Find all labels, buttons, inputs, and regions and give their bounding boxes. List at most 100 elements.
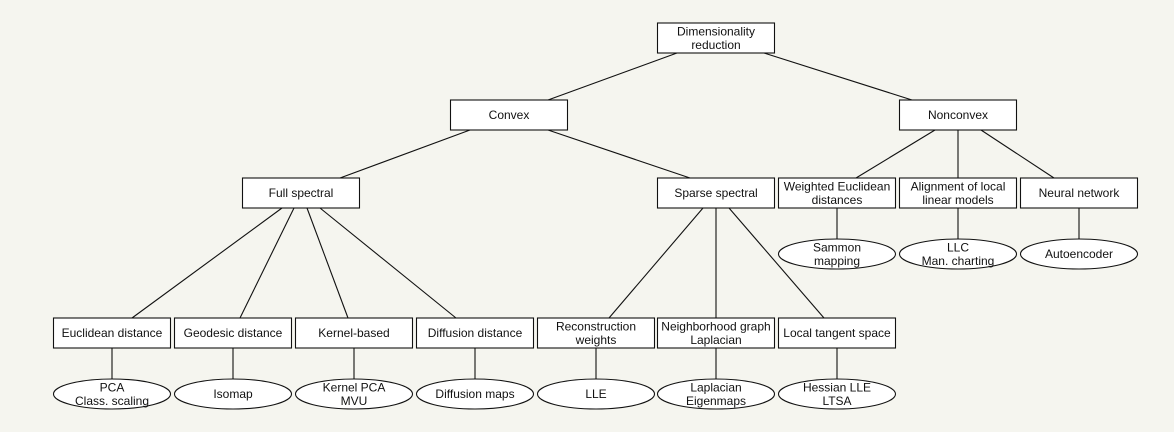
node-box-sparse-spectral: Sparse spectral <box>656 177 776 209</box>
node-label-line: distances <box>812 193 863 207</box>
node-label-line: LLE <box>585 387 606 401</box>
node-label-line: Neighborhood graph <box>661 319 770 333</box>
node-box-full-spectral: Full spectral <box>241 177 361 209</box>
ellipse-shape <box>777 378 897 410</box>
node-label-line: Sparse spectral <box>674 186 757 200</box>
node-label-line: LTSA <box>822 394 851 408</box>
node-box-convex: Convex <box>449 99 569 131</box>
box-shape <box>656 177 776 209</box>
box-shape <box>294 317 414 349</box>
ellipse-shape <box>415 378 535 410</box>
edge-root-to-convex <box>547 52 678 101</box>
method-ellipse-lle: LLE <box>536 378 656 410</box>
edge-full-to-euclid <box>131 207 283 319</box>
ellipse-shape <box>294 378 414 410</box>
node-label-line: Kernel PCA <box>323 380 386 394</box>
edge-full-to-kernel <box>306 207 349 319</box>
box-shape <box>173 317 293 349</box>
node-label-line: Class. scaling <box>75 394 149 408</box>
edge-sparse-to-recon <box>608 207 704 319</box>
box-shape <box>656 317 776 349</box>
ellipse-shape <box>173 378 293 410</box>
node-label-line: Sammon <box>813 240 861 254</box>
ellipse-shape <box>52 378 172 410</box>
box-shape <box>777 317 897 349</box>
node-box-diffusion-distance: Diffusion distance <box>415 317 535 349</box>
node-label-line: Eigenmaps <box>686 394 746 408</box>
node-label-line: LLC <box>947 240 969 254</box>
node-label-line: Diffusion distance <box>428 326 523 340</box>
box-shape <box>241 177 361 209</box>
edge-full-to-geodesic <box>239 207 295 319</box>
box-shape <box>1019 177 1139 209</box>
method-ellipse-diffusion-maps: Diffusion maps <box>415 378 535 410</box>
node-box-geodesic-distance: Geodesic distance <box>173 317 293 349</box>
node-label-line: Neural network <box>1039 186 1121 200</box>
node-label-line: PCA <box>100 380 125 394</box>
node-label-line: Diffusion maps <box>435 387 514 401</box>
node-box-neural-network: Neural network <box>1019 177 1139 209</box>
ellipse-shape <box>898 238 1018 270</box>
node-label-line: linear models <box>922 193 993 207</box>
node-box-kernel-based: Kernel-based <box>294 317 414 349</box>
edge-full-to-diffusion <box>319 207 457 319</box>
node-label-line: Euclidean distance <box>62 326 163 340</box>
node-label-line: Man. charting <box>922 254 995 268</box>
node-label-line: Isomap <box>213 387 253 401</box>
box-shape <box>415 317 535 349</box>
node-box-nonconvex: Nonconvex <box>898 99 1018 131</box>
edge-convex-to-sparse <box>547 129 691 179</box>
node-label-line: weights <box>575 333 617 347</box>
box-shape <box>536 317 656 349</box>
method-ellipse-isomap: Isomap <box>173 378 293 410</box>
node-box-euclidean-distance: Euclidean distance <box>52 317 172 349</box>
node-label-line: Reconstruction <box>556 319 636 333</box>
ellipse-shape <box>777 238 897 270</box>
edge-root-to-nonconvex <box>763 52 913 101</box>
node-label-line: mapping <box>814 254 860 268</box>
box-shape <box>898 177 1018 209</box>
box-shape <box>52 317 172 349</box>
node-label-line: reduction <box>691 38 740 52</box>
box-shape <box>656 22 776 54</box>
ellipse-shape <box>656 378 776 410</box>
node-label-line: Full spectral <box>269 186 334 200</box>
ellipse-shape <box>1019 238 1139 270</box>
node-label-line: Laplacian <box>690 380 741 394</box>
node-label-line: Autoencoder <box>1045 247 1113 261</box>
edge-convex-to-full <box>339 129 471 179</box>
node-label-line: Hessian LLE <box>803 380 871 394</box>
node-label-line: Geodesic distance <box>184 326 283 340</box>
method-ellipse-autoencoder: Autoencoder <box>1019 238 1139 270</box>
node-box-local-tangent-space: Local tangent space <box>777 317 897 349</box>
node-label-line: Alignment of local <box>911 179 1006 193</box>
node-label-line: Laplacian <box>690 333 741 347</box>
node-label-line: Dimensionality <box>677 24 755 38</box>
box-shape <box>777 177 897 209</box>
node-label-line: Convex <box>489 108 530 122</box>
node-label-line: Weighted Euclidean <box>784 179 891 193</box>
node-label-line: MVU <box>341 394 368 408</box>
box-shape <box>898 99 1018 131</box>
edge-nonconvex-to-neural <box>980 129 1055 179</box>
node-label-line: Kernel-based <box>318 326 389 340</box>
node-label-line: Nonconvex <box>928 108 988 122</box>
ellipse-shape <box>536 378 656 410</box>
edge-sparse-to-tangent <box>728 207 825 319</box>
edges-layer <box>111 52 1080 379</box>
node-label-line: Local tangent space <box>783 326 891 340</box>
edge-nonconvex-to-weighted <box>855 129 936 179</box>
box-shape <box>449 99 569 131</box>
